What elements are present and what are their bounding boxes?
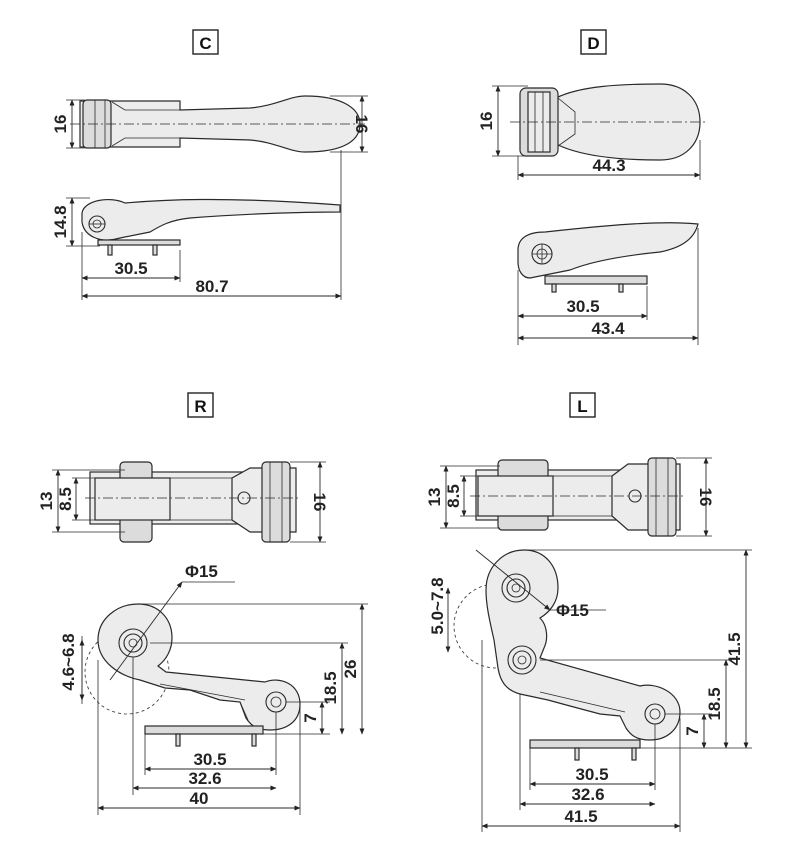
view-l-label: L (569, 392, 596, 418)
svg-text:C: C (199, 34, 211, 53)
view-r-label: R (187, 392, 214, 418)
view-l-dim-41-5-vertical: 41.5 (524, 549, 752, 749)
svg-text:L: L (577, 397, 587, 416)
svg-text:18.5: 18.5 (321, 671, 340, 704)
view-c-dim-top-right: 16 (330, 95, 371, 153)
view-r-side (84, 603, 301, 747)
view-l: L 13 8.5 (425, 392, 752, 832)
svg-text:14.8: 14.8 (51, 205, 70, 238)
svg-text:30.5: 30.5 (193, 750, 226, 769)
view-r-dim-18-5: 18.5 (150, 642, 348, 735)
view-l-dim-7: 7 (665, 713, 712, 749)
view-l-dim-16: 16 (676, 457, 715, 537)
svg-text:30.5: 30.5 (114, 259, 147, 278)
view-c-side (81, 198, 341, 256)
view-r-dim-26: 26 (140, 603, 368, 735)
view-l-side (453, 549, 681, 761)
view-d-side (517, 222, 699, 293)
view-r-dim-16: 16 (290, 461, 329, 543)
view-r-dim-8-5: 8.5 (56, 477, 95, 521)
svg-text:7: 7 (683, 726, 702, 735)
svg-text:26: 26 (341, 660, 360, 679)
view-c-dim-pitch: 30.5 (81, 232, 181, 300)
view-d-top (510, 83, 705, 161)
svg-text:Φ15: Φ15 (556, 601, 589, 620)
svg-text:R: R (194, 397, 206, 416)
view-c-dim-side-height: 14.8 (51, 197, 100, 247)
view-r: R 13 8.5 (37, 392, 368, 815)
view-l-dim-41-5-horizontal: 41.5 (481, 640, 681, 832)
svg-text:41.5: 41.5 (725, 632, 744, 665)
view-r-dim-32-6: 32.6 (132, 657, 277, 795)
view-r-dim-range: 4.6~6.8 (59, 633, 85, 704)
view-l-dim-32-6: 32.6 (519, 706, 656, 810)
svg-text:8.5: 8.5 (444, 484, 463, 508)
view-c: C 16 16 (51, 29, 371, 300)
view-r-dim-13: 13 (37, 469, 125, 533)
svg-text:5.0~7.8: 5.0~7.8 (428, 577, 447, 634)
svg-text:32.6: 32.6 (188, 769, 221, 788)
view-d-dim-length: 43.4 (517, 228, 699, 345)
svg-text:4.6~6.8: 4.6~6.8 (59, 633, 78, 690)
svg-text:16: 16 (696, 488, 715, 507)
view-l-dim-range: 5.0~7.8 (428, 577, 451, 653)
view-d-label: D (580, 29, 607, 55)
svg-text:13: 13 (425, 488, 444, 507)
view-r-dim-40: 40 (97, 660, 301, 815)
svg-text:8.5: 8.5 (56, 487, 75, 511)
svg-text:30.5: 30.5 (566, 297, 599, 316)
svg-text:16: 16 (477, 112, 496, 131)
svg-text:32.6: 32.6 (571, 785, 604, 804)
view-c-dim-length: 80.7 (81, 150, 342, 300)
view-d-dim-top-length: 44.3 (517, 140, 701, 180)
svg-text:43.4: 43.4 (591, 319, 625, 338)
view-r-top (85, 461, 300, 543)
svg-text:41.5: 41.5 (564, 807, 597, 826)
view-d-dim-pitch: 30.5 (517, 270, 648, 345)
svg-text:13: 13 (37, 492, 56, 511)
svg-text:Φ15: Φ15 (185, 562, 218, 581)
view-l-dim-phi: Φ15 (475, 549, 606, 620)
view-l-dim-18-5: 18.5 (540, 659, 732, 749)
view-l-dim-pitch: 30.5 (529, 724, 656, 790)
svg-text:80.7: 80.7 (195, 277, 228, 296)
svg-text:7: 7 (301, 713, 320, 722)
svg-text:44.3: 44.3 (592, 156, 625, 175)
svg-text:30.5: 30.5 (575, 765, 608, 784)
svg-text:18.5: 18.5 (705, 687, 724, 720)
view-d-dim-top-height: 16 (477, 85, 528, 157)
svg-text:16: 16 (352, 115, 371, 134)
view-c-top (70, 95, 365, 153)
svg-text:D: D (587, 34, 599, 53)
view-r-dim-7: 7 (263, 701, 330, 735)
view-c-dim-top-left: 16 (51, 99, 85, 149)
view-r-dim-pitch: 30.5 (144, 712, 277, 775)
svg-text:16: 16 (310, 493, 329, 512)
svg-text:40: 40 (190, 789, 209, 808)
view-l-top (470, 457, 685, 537)
svg-text:16: 16 (51, 115, 70, 134)
view-c-label: C (192, 29, 219, 55)
view-r-dim-phi: Φ15 (109, 562, 235, 681)
view-d: D 16 44.3 (477, 29, 705, 345)
view-l-dim-8-5: 8.5 (444, 475, 478, 517)
view-l-dim-13: 13 (425, 465, 500, 529)
